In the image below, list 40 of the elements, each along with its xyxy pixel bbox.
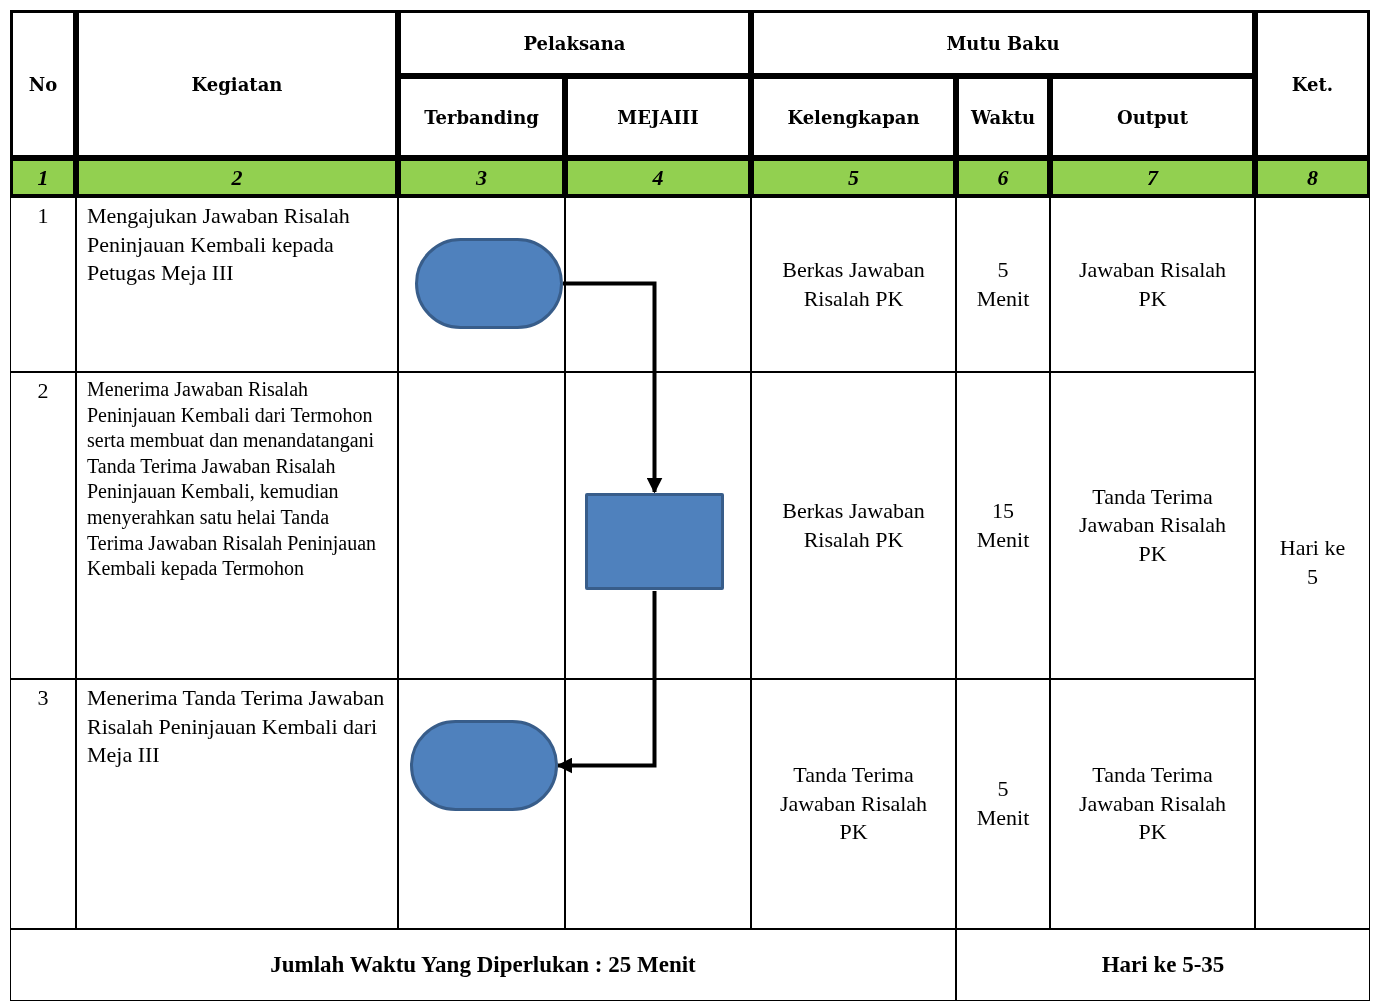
column-header: Waktu <box>956 76 1050 158</box>
table-cell: 5 Menit <box>956 679 1050 929</box>
row-number: 3 <box>10 679 76 929</box>
column-number-cell: 6 <box>956 158 1050 197</box>
table-cell: Berkas Jawaban Risalah PK <box>751 197 956 372</box>
table-cell: Menerima Jawaban Risalah Peninjauan Kembali dari Termohon serta membuat dan menandatangani Tanda Terima Jawaban Risalah Peninjauan Kembali, kemudian menyerahkan satu helai Tanda Terima Jawaban Risalah Peninjauan Kembali kepada Termohon <box>76 372 398 679</box>
column-header: No <box>10 10 76 158</box>
column-header: Terbanding <box>398 76 565 158</box>
group-header: Pelaksana <box>398 10 751 76</box>
table-cell: Tanda Terima Jawaban Risalah PK <box>1050 372 1255 679</box>
column-number-cell: 7 <box>1050 158 1255 197</box>
table-cell: Tanda Terima Jawaban Risalah PK <box>1050 679 1255 929</box>
column-number-cell: 4 <box>565 158 751 197</box>
column-header: Kegiatan <box>76 10 398 158</box>
table-cell: Jawaban Risalah PK <box>1050 197 1255 372</box>
table-cell: Berkas Jawaban Risalah PK <box>751 372 956 679</box>
total-time-cell: Jumlah Waktu Yang Diperlukan : 25 Menit <box>10 929 956 1001</box>
column-number-cell: 1 <box>10 158 76 197</box>
column-header: MEJAIII <box>565 76 751 158</box>
terminator-shape <box>415 238 563 329</box>
table-cell: Hari ke 5 <box>1255 197 1370 929</box>
column-header: Output <box>1050 76 1255 158</box>
arrow <box>556 591 657 774</box>
row-number: 1 <box>10 197 76 372</box>
group-header: Mutu Baku <box>751 10 1255 76</box>
table-cell: Mengajukan Jawaban Risalah Peninjauan Kembali kepada Petugas Meja III <box>76 197 398 372</box>
column-number-cell: 2 <box>76 158 398 197</box>
row-number: 2 <box>10 372 76 679</box>
table-cell: 5 Menit <box>956 197 1050 372</box>
column-header: Ket. <box>1255 10 1370 158</box>
table-cell: Menerima Tanda Terima Jawaban Risalah Peninjauan Kembali dari Meja III <box>76 679 398 929</box>
table-cell: Tanda Terima Jawaban Risalah PK <box>751 679 956 929</box>
process-box <box>585 493 724 590</box>
column-number-cell: 8 <box>1255 158 1370 197</box>
column-number-cell: 5 <box>751 158 956 197</box>
arrow <box>563 281 663 494</box>
table-cell: 15 Menit <box>956 372 1050 679</box>
column-number-cell: 3 <box>398 158 565 197</box>
total-day-cell: Hari ke 5-35 <box>956 929 1370 1001</box>
column-header: Kelengkapan <box>751 76 956 158</box>
